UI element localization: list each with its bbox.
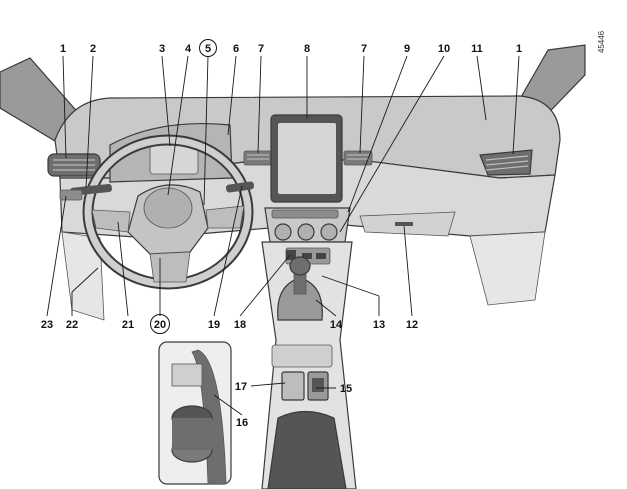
callout-9: 9 <box>404 43 410 55</box>
callout-labels: 1 2 3 4 5 6 7 8 7 9 10 11 1 23 22 21 20 … <box>41 39 522 429</box>
socket-18 <box>286 250 296 260</box>
socket-b <box>316 253 326 259</box>
vent-outer-right <box>479 149 533 176</box>
armrest <box>267 410 347 489</box>
socket-a <box>302 253 312 259</box>
callout-17: 17 <box>235 381 247 393</box>
callout-6: 6 <box>233 43 239 55</box>
callout-12: 12 <box>406 319 418 331</box>
callout-8: 8 <box>304 43 310 55</box>
callout-19: 19 <box>208 319 220 331</box>
callout-11: 11 <box>471 43 483 55</box>
callout-5-circle <box>199 39 217 57</box>
callout-10: 10 <box>438 43 450 55</box>
vent-center-left <box>243 150 273 166</box>
lower-console-storage <box>271 344 333 401</box>
steering-wheel <box>82 134 254 290</box>
instrument-cluster <box>109 123 233 183</box>
callout-1-right: 1 <box>516 43 522 55</box>
multimedia-screen <box>270 114 343 203</box>
leader-lines <box>46 55 520 416</box>
callout-7-left: 7 <box>258 43 264 55</box>
callout-21: 21 <box>122 319 134 331</box>
right-door-trim <box>469 231 546 306</box>
vent-center-right <box>343 150 373 166</box>
callout-18: 18 <box>234 319 246 331</box>
vent-outer-left <box>47 153 101 177</box>
callout-5: 5 <box>205 43 211 55</box>
callout-23: 23 <box>41 319 53 331</box>
glovebox-handle <box>395 222 413 226</box>
callout-3: 3 <box>159 43 165 55</box>
left-lower-control <box>59 189 83 201</box>
callout-20: 20 <box>154 319 166 331</box>
callout-15: 15 <box>340 383 352 395</box>
reference-id: 45446 <box>597 30 606 53</box>
callout-14: 14 <box>330 319 343 331</box>
callout-13: 13 <box>373 319 385 331</box>
callout-20-circle <box>150 314 170 334</box>
inset-cup-holder <box>158 341 232 485</box>
callout-1-left: 1 <box>60 43 66 55</box>
callout-16: 16 <box>236 417 248 429</box>
climate-control-panel <box>264 207 351 243</box>
callout-22: 22 <box>66 319 78 331</box>
right-stalk <box>225 181 255 193</box>
callout-7-right: 7 <box>361 43 367 55</box>
gear-lever <box>277 256 323 321</box>
callout-4: 4 <box>185 43 192 55</box>
callout-2: 2 <box>90 43 96 55</box>
